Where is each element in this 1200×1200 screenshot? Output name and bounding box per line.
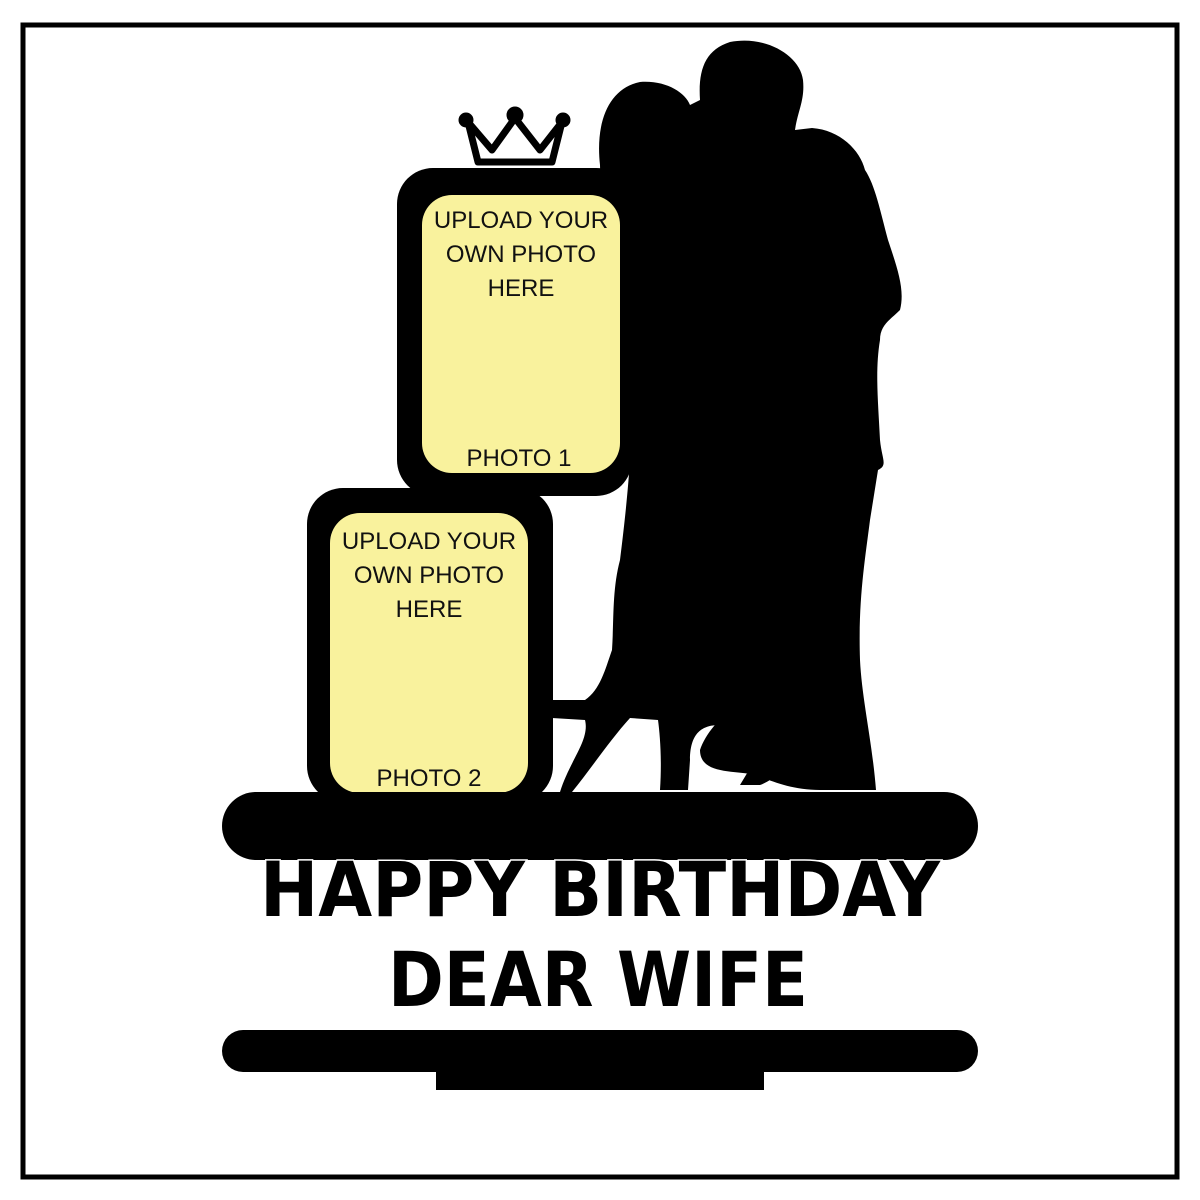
upload-text-line: HERE: [488, 275, 555, 302]
bottom-base-bar: [222, 1030, 978, 1072]
top-base-bar: [222, 792, 978, 860]
outer-border: [20, 22, 1180, 1180]
crown-icon: [458, 106, 571, 166]
stand-stake: [436, 1070, 764, 1090]
upload-text-line: UPLOAD YOUR: [434, 207, 608, 234]
message-line-2: DEAR WIFE: [388, 935, 808, 1024]
upload-text-line: OWN PHOTO: [446, 241, 596, 268]
photo-upload-area-2[interactable]: [330, 513, 528, 793]
photo-frame-1: UPLOAD YOUR OWN PHOTO HERE PHOTO 1: [397, 168, 632, 496]
photo-upload-area-1[interactable]: [422, 195, 620, 473]
upload-text-line: OWN PHOTO: [354, 562, 504, 589]
upload-text-line: UPLOAD YOUR: [342, 528, 516, 555]
upload-text-line: HERE: [396, 596, 463, 623]
couple-silhouette: [552, 40, 902, 792]
photo-label: PHOTO 1: [467, 445, 572, 472]
photo-label: PHOTO 2: [377, 765, 482, 792]
photo-frame-2: UPLOAD YOUR OWN PHOTO HERE PHOTO 2: [307, 488, 553, 802]
message-line-1: HAPPY BIRTHDAY: [260, 845, 941, 934]
